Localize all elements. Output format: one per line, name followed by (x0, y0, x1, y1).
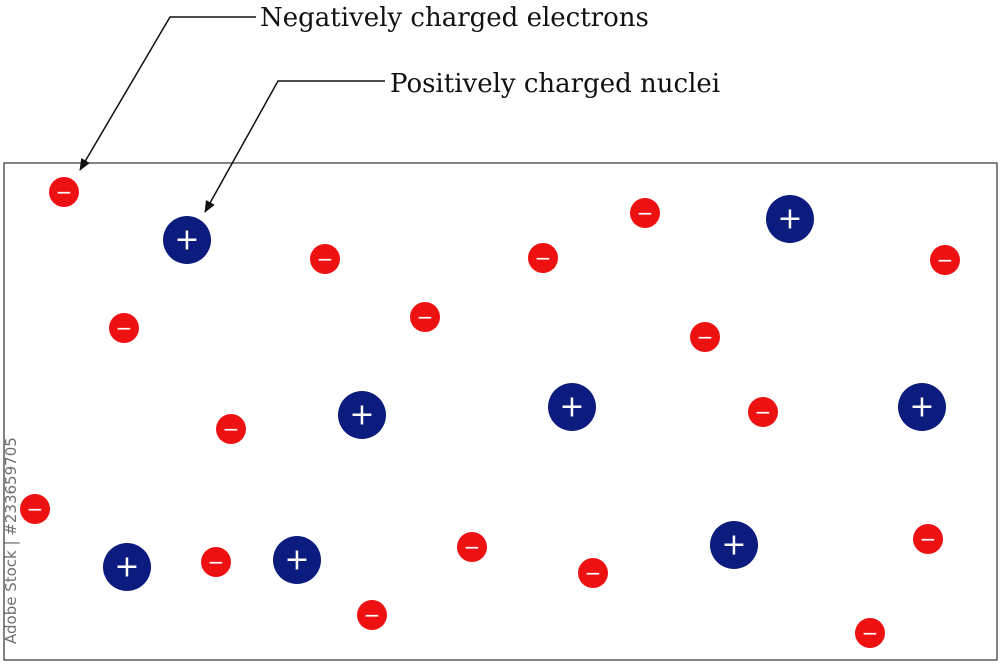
electron-sign: − (317, 247, 334, 271)
nucleus-sign: + (559, 390, 584, 425)
electron-sign: − (417, 305, 434, 329)
electron-circle (216, 414, 246, 444)
electron: − (690, 322, 720, 352)
nucleus-circle (898, 383, 946, 431)
electron-circle (49, 177, 79, 207)
nucleus-sign: + (284, 543, 309, 578)
electron: − (457, 532, 487, 562)
electron-sign: − (862, 621, 879, 645)
electron: − (410, 302, 440, 332)
electron-sign: − (585, 561, 602, 585)
electron-circle (748, 397, 778, 427)
electron-sign: − (755, 400, 772, 424)
electron: − (20, 494, 50, 524)
electron: − (913, 524, 943, 554)
electron-circle (357, 600, 387, 630)
nucleus-pointer-arrow (204, 80, 385, 213)
electron-sign: − (697, 325, 714, 349)
electron-circle (855, 618, 885, 648)
electron-circle (913, 524, 943, 554)
electron-circle (310, 244, 340, 274)
electron: − (49, 177, 79, 207)
electrons-label: Negatively charged electrons (260, 3, 649, 33)
nucleus-sign: + (114, 550, 139, 585)
nucleus: + (710, 521, 758, 569)
electron: − (578, 558, 608, 588)
nucleus: + (548, 383, 596, 431)
electron-circle (457, 532, 487, 562)
electron-sign: − (223, 417, 240, 441)
nucleus-circle (103, 543, 151, 591)
nucleus-circle (273, 536, 321, 584)
nucleus-sign: + (777, 202, 802, 237)
electron: − (748, 397, 778, 427)
nucleus: + (103, 543, 151, 591)
nucleus: + (163, 216, 211, 264)
electron-sign: − (116, 316, 133, 340)
electron-circle (630, 198, 660, 228)
nucleus: + (766, 195, 814, 243)
electron-sign: − (364, 603, 381, 627)
nuclei-label: Positively charged nuclei (390, 69, 721, 99)
electron-sign: − (937, 248, 954, 272)
nucleus-sign: + (909, 390, 934, 425)
electron-circle (578, 558, 608, 588)
nucleus-sign: + (349, 398, 374, 433)
nucleus-sign: + (721, 528, 746, 563)
nucleus: + (338, 391, 386, 439)
electron-sign: − (27, 497, 44, 521)
nucleus-circle (548, 383, 596, 431)
nucleus-sign: + (174, 223, 199, 258)
electron-circle (109, 313, 139, 343)
electron: − (528, 243, 558, 273)
electron-circle (930, 245, 960, 275)
electron: − (201, 547, 231, 577)
electron-circle (20, 494, 50, 524)
particles: − − − − − − − − − − − − − − − − − + + + + + + + + (20, 177, 960, 648)
material-box (3, 162, 998, 661)
electron-sign: − (208, 550, 225, 574)
watermark: Adobe Stock | #233659705 (2, 437, 20, 644)
electron: − (855, 618, 885, 648)
electron-circle (690, 322, 720, 352)
nucleus-circle (710, 521, 758, 569)
electron: − (310, 244, 340, 274)
electron: − (930, 245, 960, 275)
electron: − (109, 313, 139, 343)
electron: − (216, 414, 246, 444)
electron-sign: − (56, 180, 73, 204)
nucleus: + (273, 536, 321, 584)
electron-sign: − (920, 527, 937, 551)
electron-circle (410, 302, 440, 332)
nucleus-circle (163, 216, 211, 264)
electron-circle (528, 243, 558, 273)
electron-sign: − (535, 246, 552, 270)
electron-pointer-arrow (79, 16, 256, 171)
electron-sign: − (464, 535, 481, 559)
nucleus-circle (338, 391, 386, 439)
nucleus: + (898, 383, 946, 431)
electron: − (357, 600, 387, 630)
electron: − (630, 198, 660, 228)
electron-circle (201, 547, 231, 577)
nucleus-circle (766, 195, 814, 243)
electron-sign: − (637, 201, 654, 225)
